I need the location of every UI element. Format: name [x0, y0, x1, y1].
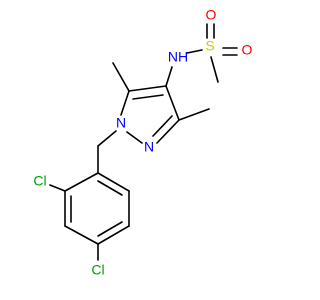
bond-c5-methyl — [112, 62, 130, 92]
bond-c3-n2-double — [152, 115, 173, 137]
bond-ar-c3-c4 — [64, 225, 99, 245]
n2-label: N — [144, 139, 154, 155]
chlorine-para-label: Cl — [91, 262, 104, 278]
bond-ar-c6-c1 — [97, 172, 130, 192]
bond-ar-inner-2 — [97, 221, 123, 237]
bond-n1-ch2 — [97, 130, 117, 147]
sulfur-label: S — [205, 38, 214, 54]
bond-c3-methyl — [178, 108, 210, 121]
bond-n1-c5 — [120, 90, 130, 116]
oxygen-right-label: O — [242, 42, 253, 58]
n1-label: N — [116, 115, 126, 131]
oxygen-top-label: O — [206, 7, 217, 23]
bond-c5-c4-double — [132, 94, 164, 100]
chlorine-ortho-label: Cl — [33, 173, 46, 189]
bond-ar-inner-3 — [97, 180, 123, 196]
bond-c2-cl — [49, 184, 66, 192]
molecule-diagram: NH S O O N N Cl Cl — [33, 7, 253, 278]
structure-svg: NH S O O N N Cl Cl — [33, 7, 253, 278]
bond-c4-nh — [165, 66, 173, 87]
bond-c3-n2 — [156, 119, 180, 144]
bond-n2-n1 — [126, 131, 143, 144]
bond-s-methyl — [210, 56, 219, 83]
bond-nh-s — [186, 49, 203, 54]
nh-label: NH — [168, 49, 188, 65]
bond-ar-c1-c2 — [64, 172, 99, 192]
bond-ar-c4-c5 — [97, 225, 130, 245]
bond-c4-c3 — [165, 85, 180, 121]
bond-c5-c4 — [128, 85, 167, 92]
